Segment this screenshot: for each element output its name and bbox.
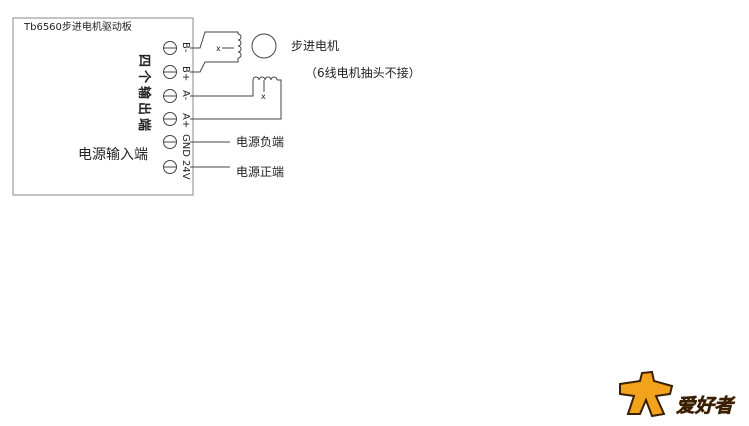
terminal-label: A+ [180, 113, 191, 128]
output-label: 四 个 输 出 端 [136, 54, 152, 131]
power-input-label: 电源输入端 [78, 147, 148, 163]
coil-b [237, 33, 242, 59]
terminal-a-minus: A- [163, 89, 191, 103]
terminal-b-plus: B+ [163, 65, 191, 81]
watermark-logo: 爱好者 [619, 370, 736, 418]
terminal-b-minus: B- [163, 41, 191, 55]
motor-symbol [251, 33, 277, 59]
power-positive-label: 电源正端 [236, 165, 284, 179]
coil-a-center-tap: x [261, 92, 266, 101]
terminal-gnd: GND [163, 134, 191, 157]
wire-b-plus [190, 58, 239, 73]
terminal-label: A- [180, 90, 191, 101]
terminal-24v: 24V [163, 160, 191, 180]
output-label-char: 端 [136, 118, 152, 131]
coil-b-center-tap: x [216, 44, 221, 53]
logo-emblem [619, 370, 674, 418]
motor-title: 步进电机 [291, 39, 339, 53]
driver-board [12, 17, 194, 196]
output-label-char: 输 [136, 86, 152, 100]
output-label-char: 出 [136, 102, 152, 115]
wire-a-plus [190, 79, 282, 120]
terminal-label: GND [180, 134, 191, 157]
motor-note: （6线电机抽头不接） [305, 65, 421, 80]
terminal-a-plus: A+ [163, 112, 191, 128]
wire-b-minus [190, 31, 239, 49]
wires [190, 31, 282, 168]
terminal-label: B- [180, 42, 191, 53]
logo-text: 爱好者 [676, 395, 736, 417]
wire-a-minus [190, 80, 254, 97]
terminal-label: B+ [180, 66, 191, 81]
power-negative-label: 电源负端 [236, 135, 284, 149]
output-label-char: 四 [136, 54, 151, 67]
board-title: Tb6560步进电机驱动板 [23, 20, 132, 33]
output-label-char: 个 [136, 69, 152, 84]
coil-a [252, 76, 278, 81]
terminal-label: 24V [180, 160, 191, 180]
